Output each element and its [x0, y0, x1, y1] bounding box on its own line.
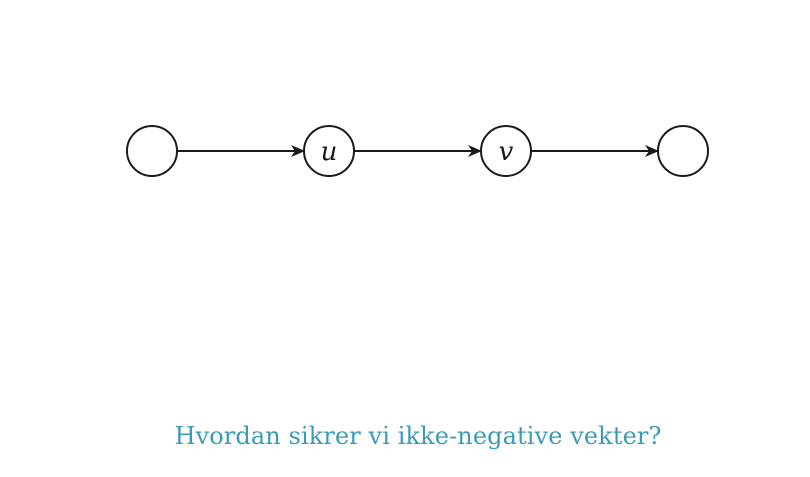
- caption-question: Hvordan sikrer vi ikke-negative vekter?: [174, 422, 662, 450]
- node-end: [657, 125, 709, 177]
- node-label: v: [499, 137, 514, 167]
- node-u: u: [303, 125, 355, 177]
- node-v: v: [480, 125, 532, 177]
- node-start: [126, 125, 178, 177]
- node-label: u: [321, 137, 338, 167]
